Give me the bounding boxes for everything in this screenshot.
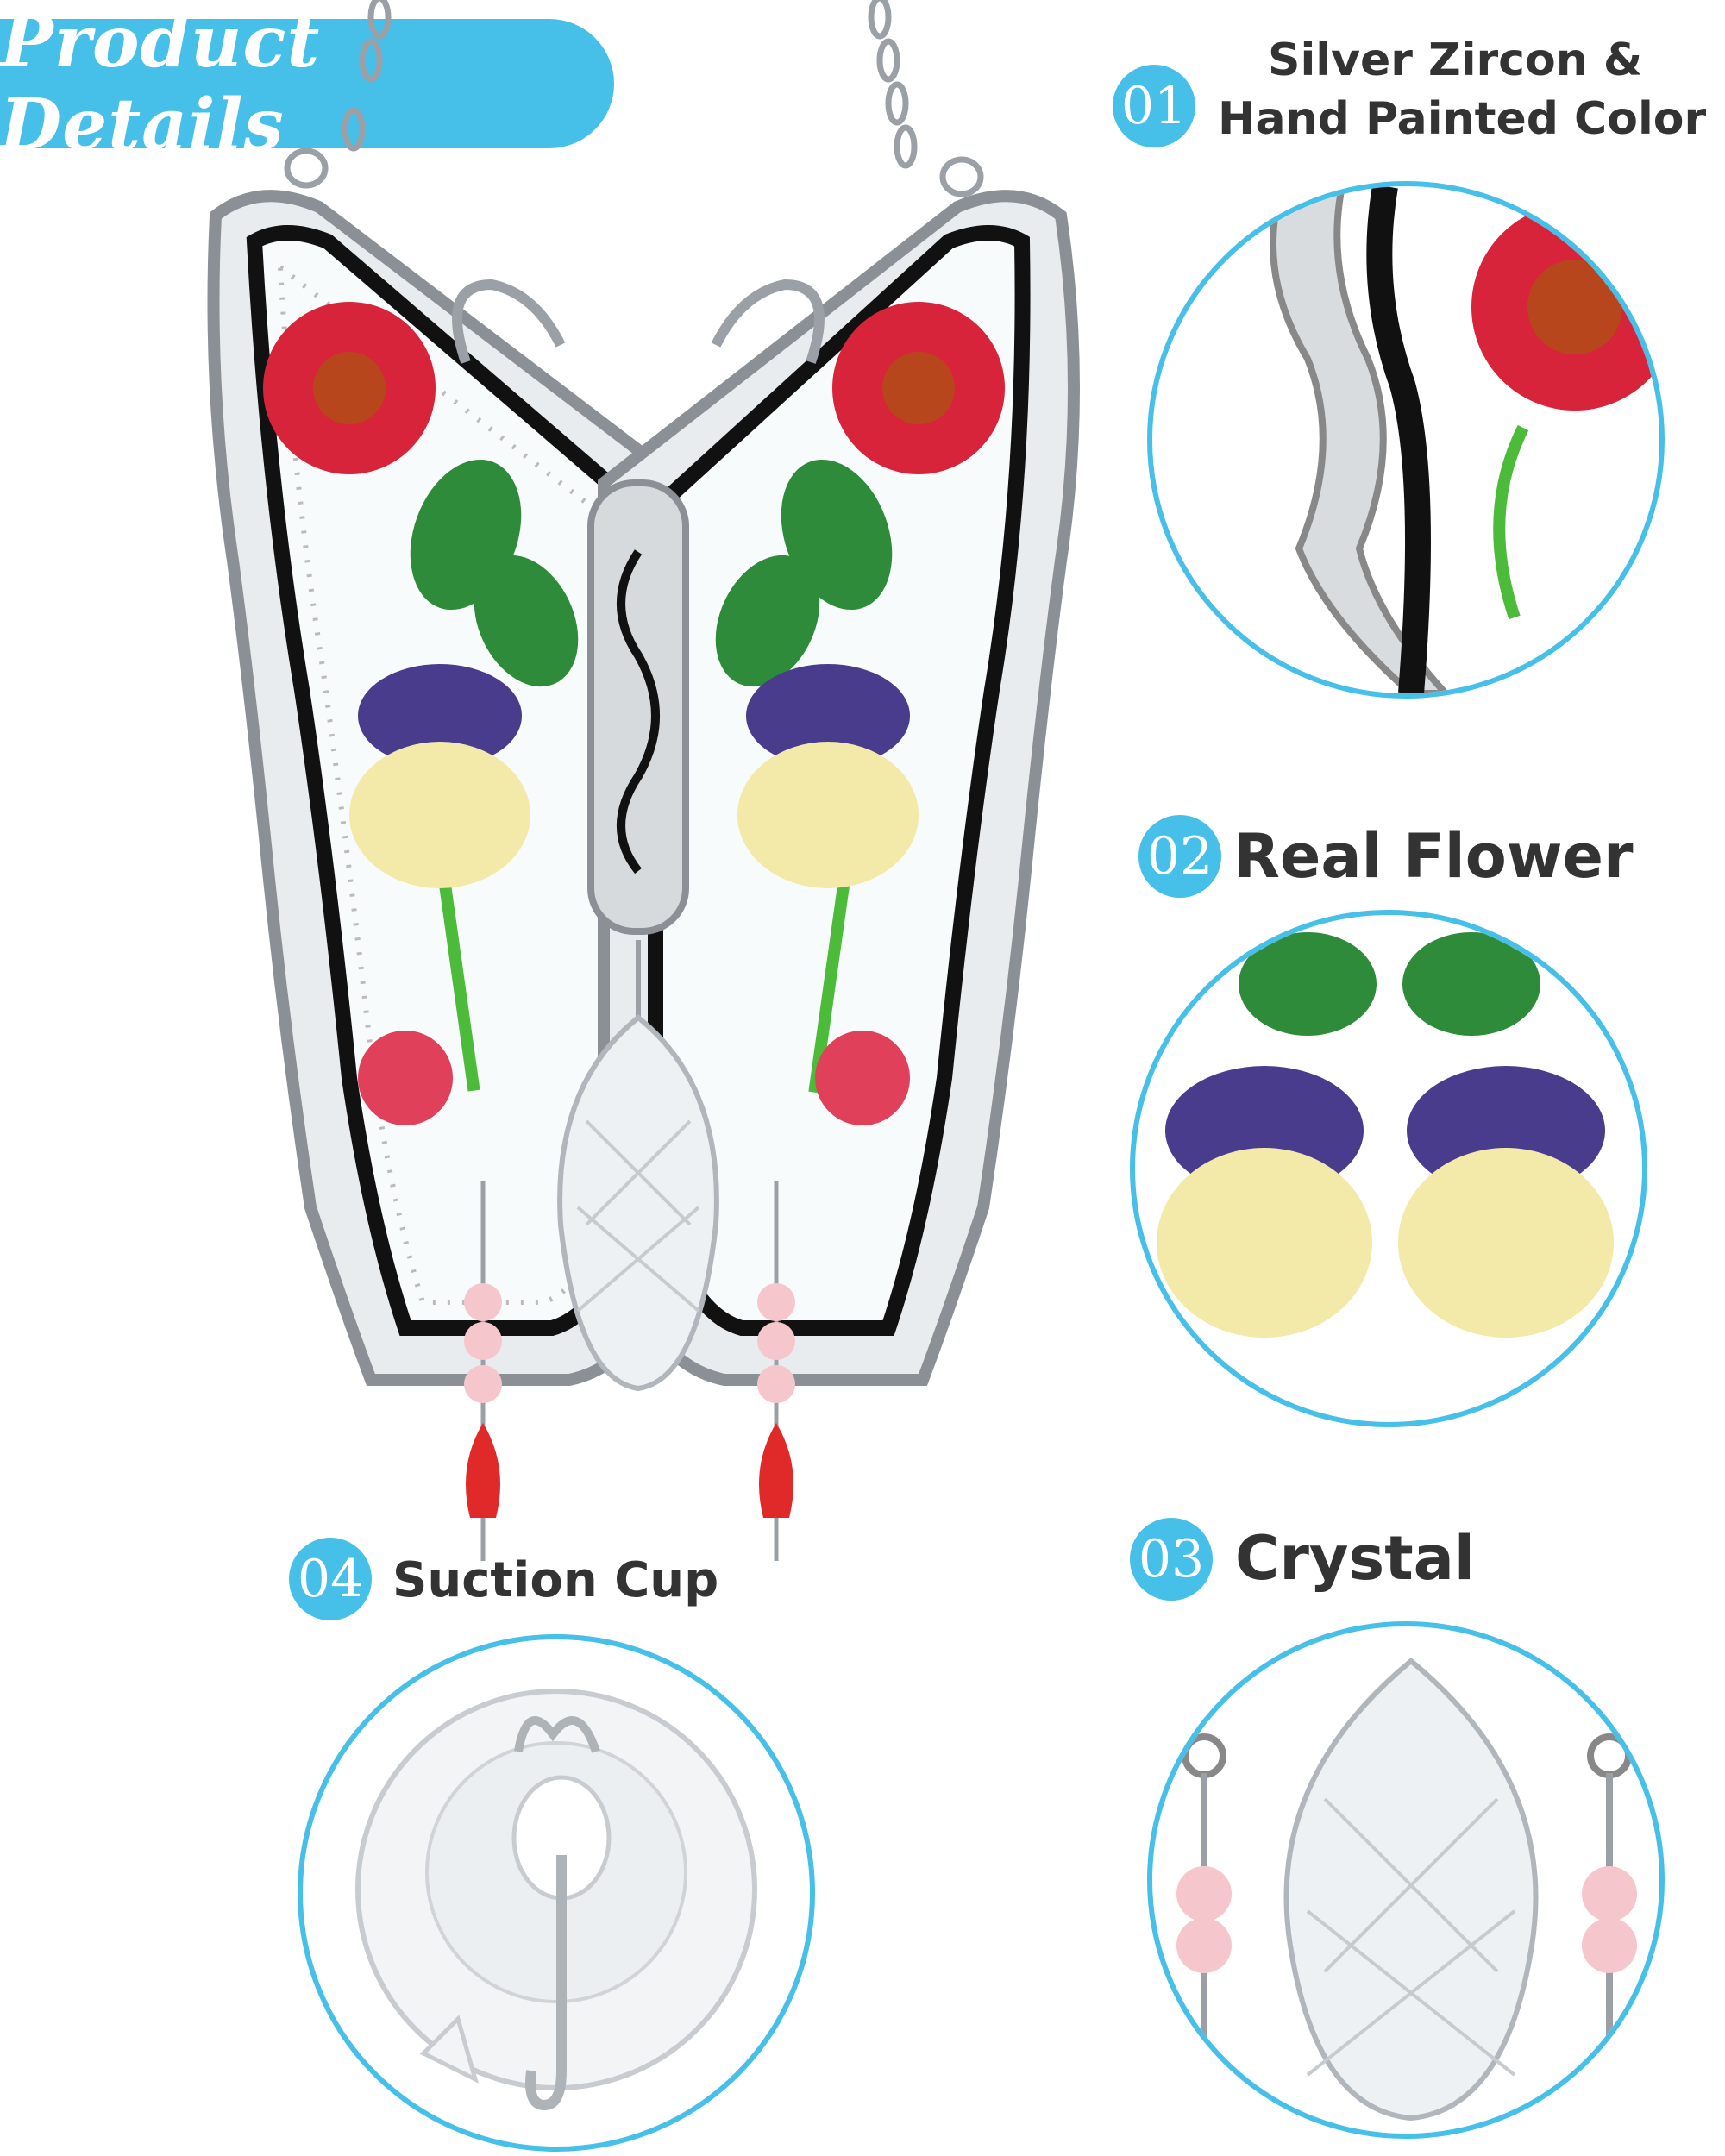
feature-number-02: 02 <box>1138 815 1221 898</box>
teardrop-crystal <box>557 940 719 1392</box>
suction-cup-hook <box>298 1634 815 2152</box>
red-daisy-flowers <box>263 302 1005 474</box>
feature-label-real-flower: Real Flower <box>1233 821 1634 892</box>
pansy-flowers <box>349 664 919 888</box>
butterfly-suncatcher-illustration <box>207 0 1080 1561</box>
feature-label-crystal: Crystal <box>1235 1523 1475 1594</box>
feature-number-03: 03 <box>1130 1518 1213 1601</box>
bead-strands <box>464 1181 795 1561</box>
butterfly-body <box>452 279 825 935</box>
product-details-banner: Product Details <box>0 1 614 166</box>
feature-label-silver-zircon: Silver Zircon & <box>1268 34 1643 86</box>
feature-number-01: 01 <box>1113 65 1195 147</box>
feature-label-suction-cup: Suction Cup <box>392 1552 719 1608</box>
banner-title: Product Details <box>0 1 321 166</box>
pressed-pansy-closeup <box>1130 910 1647 1427</box>
feature-label-hand-painted: Hand Painted Color <box>1218 93 1707 145</box>
crystal-prism-closeup <box>1147 1621 1665 2139</box>
silver-frame-closeup <box>1147 181 1665 699</box>
feature-number-04: 04 <box>289 1538 372 1620</box>
hanging-chain <box>284 0 984 197</box>
